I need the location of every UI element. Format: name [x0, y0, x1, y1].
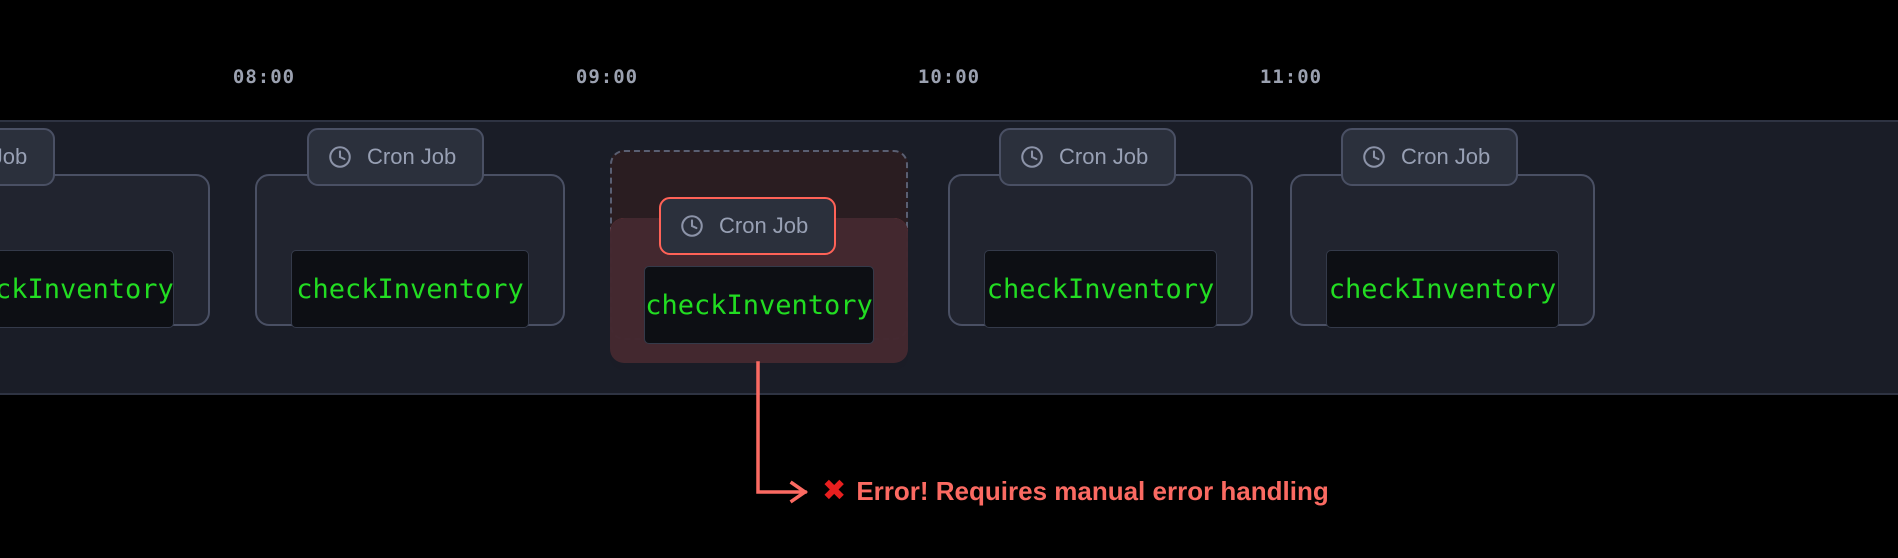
job-function-name: checkInventory — [0, 273, 174, 305]
clock-icon — [1361, 144, 1387, 170]
cron-job-badge-error[interactable]: Cron Job — [659, 197, 837, 255]
cron-job-badge[interactable]: Cron Job — [0, 128, 56, 186]
job-function-name: checkInventory — [1328, 273, 1557, 305]
error-annotation-text: ✖ Error! Requires manual error handling — [822, 476, 1329, 505]
job-terminal-box: checkInventory — [984, 250, 1217, 328]
cron-job-badge[interactable]: Cron Job — [999, 128, 1177, 186]
job-terminal-box: checkInventory — [644, 266, 874, 344]
cross-mark-icon: ✖ — [822, 473, 847, 507]
job-function-name: checkInventory — [986, 273, 1215, 305]
job-function-name: checkInventory — [296, 273, 524, 305]
cron-job-badge-label: Cron Job — [1059, 144, 1149, 169]
cron-job-badge-label: Cron Job — [1401, 144, 1491, 169]
time-tick-1000: 10:00 — [917, 66, 981, 88]
error-message-label: Error! Requires manual error handling — [856, 475, 1329, 506]
cron-job-badge-label: Cron Job — [367, 144, 457, 169]
time-tick-0800: 08:00 — [232, 66, 296, 88]
time-ruler: 08:00 09:00 10:00 11:00 — [0, 0, 1898, 120]
job-terminal-box: checkInventory — [0, 250, 174, 328]
clock-icon — [679, 213, 705, 239]
time-tick-1100: 11:00 — [1259, 66, 1323, 88]
job-card[interactable]: checkInventory — [255, 174, 565, 328]
cron-job-badge[interactable]: Cron Job — [307, 128, 485, 186]
cron-job-badge[interactable]: Cron Job — [1341, 128, 1519, 186]
job-card[interactable]: checkInventory — [1290, 174, 1595, 328]
job-function-name: checkInventory — [645, 289, 873, 321]
job-card[interactable]: checkInventory — [0, 174, 210, 328]
job-card[interactable]: checkInventory — [948, 174, 1253, 328]
clock-icon — [1019, 144, 1045, 170]
time-tick-0900: 09:00 — [575, 66, 639, 88]
job-terminal-box: checkInventory — [1326, 250, 1559, 328]
clock-icon — [327, 144, 353, 170]
job-terminal-box: checkInventory — [291, 250, 529, 328]
cron-job-badge-label: Cron Job — [0, 144, 28, 169]
cron-job-badge-label: Cron Job — [719, 213, 809, 238]
